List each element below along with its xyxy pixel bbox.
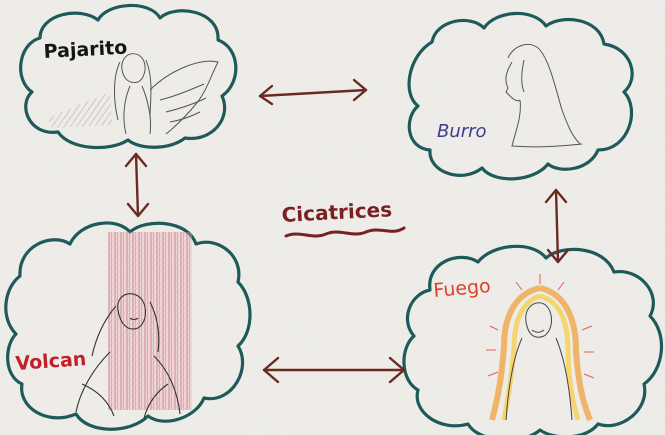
cloud-label-pajarito: Pajarito <box>43 37 128 63</box>
cloud-label-burro: Burro <box>437 121 487 142</box>
volcan-red-shading <box>108 232 192 410</box>
